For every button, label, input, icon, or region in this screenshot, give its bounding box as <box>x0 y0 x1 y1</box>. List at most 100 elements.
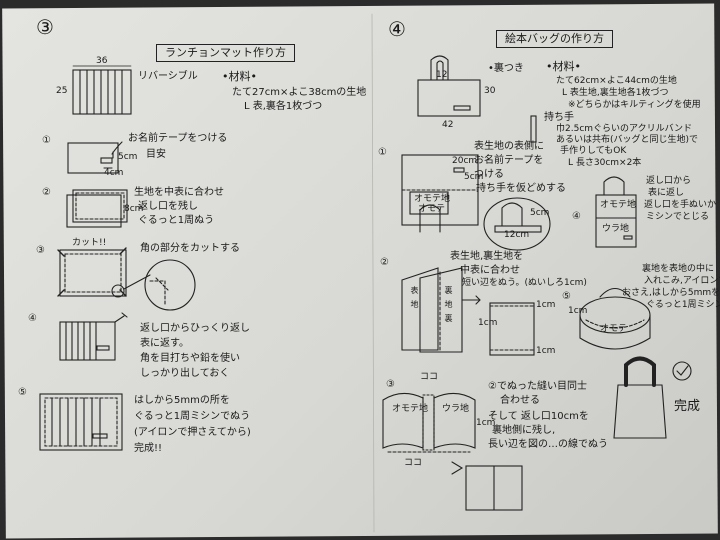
bag-handle-line2: あるいは共布(バッグと同じ生地)で <box>556 135 699 145</box>
step4-turn-out-sketch <box>59 312 128 361</box>
bag-step3-number: ③ <box>386 379 395 390</box>
bag-step3-line1: ②でぬった縫い目同士 <box>488 381 587 392</box>
bag-step1-sketch <box>401 154 551 251</box>
bag-step5-line1: 裏地を表地の中に <box>642 264 715 274</box>
mat-step1-label-5cm: 5cm <box>118 152 138 162</box>
mat-step3-cut-label: カット!! <box>72 238 107 248</box>
step1-name-tape-sketch <box>67 141 123 174</box>
mat-step3-text: 角の部分をカットする <box>140 243 240 254</box>
bag-step2-number: ② <box>380 257 389 268</box>
bag-step1-line4: 持ち手を仮どめする <box>476 183 566 194</box>
bag-step2-fabric-4: 地 <box>444 300 453 308</box>
bag-handle-line4: L 長さ30cm×2本 <box>568 158 642 168</box>
mat-step1-number: ① <box>42 135 51 146</box>
bag-step4-number: ④ <box>572 211 581 222</box>
bag-step4-sketch <box>595 176 637 248</box>
bag-step3-label-1cm: 1cm <box>476 418 496 428</box>
bag-step1-label-20cm: 20cm <box>452 156 478 166</box>
bag-handle-line1: 巾2.5cmぐらいのアクリルバンド <box>556 124 693 134</box>
bag-material-line3: ※どちらかはキルティングを使用 <box>568 100 701 110</box>
mat-reversible-label: リバーシブル <box>138 71 198 82</box>
bag-dim-height: 30 <box>484 86 496 96</box>
mat-step2-label-8cm: 8cm <box>124 204 144 214</box>
bag-step2-fabric-2: 地 <box>410 300 419 308</box>
bag-step2-line3: 短い辺をぬう。(ぬいしろ1cm) <box>462 278 587 288</box>
mat-step1-text: お名前テープをつける <box>128 133 228 144</box>
bag-step4-line1: 返し口から <box>646 176 692 186</box>
bag-step3-here-top: ココ <box>420 372 439 382</box>
bag-step3-here-bottom: ココ <box>404 458 423 468</box>
bag-materials-heading: •材料• <box>546 60 581 73</box>
bag-step2-line1: 表生地,裏生地を <box>450 251 524 262</box>
bag-step1-line3: つける <box>474 169 504 180</box>
bag-handle-heading: 持ち手 <box>544 112 574 123</box>
bag-step5-fabric: オモテ <box>600 324 628 334</box>
bag-dim-width: 42 <box>442 120 454 130</box>
mat-step5-line2: ぐるっと1周ミシンでぬう <box>134 411 251 422</box>
bag-step1-line2: お名前テープを <box>474 155 544 166</box>
bag-step1-label-12cm: 12cm <box>504 230 530 240</box>
bag-step3-sketch <box>382 392 523 511</box>
bag-step2-sketch <box>401 267 535 356</box>
bag-step1-label-5cm-b: 5cm <box>530 208 550 218</box>
step3-cut-corners-sketch <box>57 247 196 311</box>
section-number-left: ③ <box>36 15 54 39</box>
mat-step1-guide: 目安 <box>146 149 166 160</box>
handle-strip <box>530 115 537 143</box>
mat-title: ランチョンマット作り方 <box>156 44 295 62</box>
bag-step1-fabric-1: オモテ地 <box>414 194 451 204</box>
bag-step1-number: ① <box>378 147 387 158</box>
mat-step3-number: ③ <box>36 245 45 256</box>
mat-dim-height: 25 <box>56 86 68 96</box>
bag-step2-fabric-1: 表 <box>410 286 419 294</box>
bag-step2-label-2: 1cm <box>536 346 556 356</box>
bag-material-line2: L 表生地,裏生地各1枚づつ <box>562 88 669 98</box>
bag-step2-label-1: 1cm <box>536 300 556 310</box>
mat-striped-illustration <box>72 65 132 115</box>
section-number-right: ④ <box>388 17 406 41</box>
bag-step5-sketch <box>579 287 651 350</box>
mat-step4-line3: 角を目打ちや鉛を使い <box>140 353 240 364</box>
mat-step2-line1: 生地を中表に合わせ <box>134 187 224 198</box>
bag-main-illustration <box>417 55 481 117</box>
mat-step5-line1: はしから5mmの所を <box>134 395 230 406</box>
bag-material-line1: たて62cm×よこ44cmの生地 <box>556 76 677 86</box>
mat-step4-line1: 返し口からひっくり返し <box>140 323 250 334</box>
bag-step3-line2: 合わせる <box>500 395 540 406</box>
bag-step2-fabric-3: 裏 <box>444 286 453 294</box>
bag-step5-line2: 入れこみ,アイロンで <box>644 276 720 286</box>
bag-completed-sketch <box>613 356 692 439</box>
bag-step4-line2: 表に返し <box>648 188 685 198</box>
bag-step3-line4: 裏地側に残し, <box>492 425 556 436</box>
mat-dim-width: 36 <box>96 56 108 66</box>
mat-step5-number: ⑤ <box>18 387 27 398</box>
mat-step4-line4: しっかり出しておく <box>140 368 230 379</box>
bag-handle-line3: 手作りしてもOK <box>560 146 627 156</box>
bag-step1-label-5cm: 5cm <box>464 172 484 182</box>
bag-title: 絵本バッグの作り方 <box>496 30 613 48</box>
bag-step3-fabric-outer: オモテ地 <box>392 404 429 414</box>
mat-step4-line2: 表に返す。 <box>140 338 189 349</box>
bag-step5-label-1cm: 1cm <box>568 306 588 316</box>
bag-step5-number: ⑤ <box>562 291 571 302</box>
mat-step5-line3: (アイロンで押さえてから) <box>134 427 251 438</box>
mat-step4-number: ④ <box>28 313 37 324</box>
step5-topstitch-sketch <box>39 393 123 451</box>
center-fold <box>371 13 375 533</box>
bag-step1-line1: 表生地の表側に <box>474 141 544 152</box>
mat-step2-number: ② <box>42 187 51 198</box>
mat-step5-done: 完成!! <box>134 443 163 454</box>
bag-step2-label-3: 1cm <box>478 318 498 328</box>
bag-step4-line3: 返し口を手ぬいか <box>644 200 717 210</box>
bag-step4-line4: ミシンでとじる <box>646 212 710 222</box>
bag-step5-line4: ぐるっと1周ミシン。 <box>646 300 720 310</box>
bag-step3-line5: 長い辺を図の…の線でぬう <box>488 439 608 450</box>
mat-step1-label-4cm: 4cm <box>104 168 124 178</box>
bag-step2-fabric-5: 裏 <box>444 314 453 322</box>
bag-step5-line3: おさえ,はしから5mmを <box>622 288 720 298</box>
bag-step1-fabric-2: オモテ <box>418 204 446 214</box>
mat-step2-line3: ぐるっと1周ぬう <box>138 215 215 226</box>
step2-sew-around-sketch <box>66 189 128 228</box>
bag-step4-fabric-outer: オモテ地 <box>600 200 637 210</box>
